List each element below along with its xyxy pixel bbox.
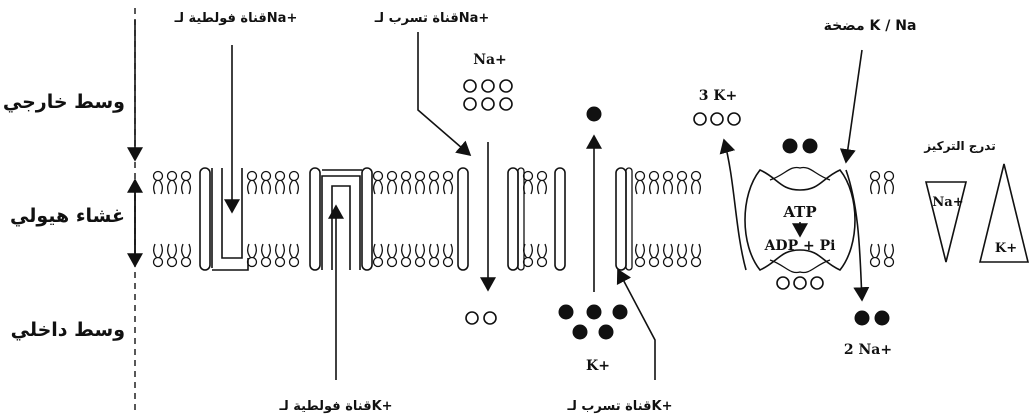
na-inside-ion bbox=[465, 311, 479, 325]
pump-out-k-label: 3 K+ bbox=[699, 88, 738, 104]
pump-k-out-arrow bbox=[719, 138, 747, 271]
pump-na-in-arrow bbox=[845, 169, 870, 302]
region-inside-label: وسط داخلي bbox=[11, 319, 125, 341]
pump-na-ion bbox=[782, 138, 798, 154]
na-leak-pointer bbox=[417, 32, 472, 157]
pump-na-ion bbox=[802, 138, 818, 154]
out-k-ion bbox=[710, 112, 724, 126]
na-inside-ion bbox=[483, 311, 497, 325]
k-leak-pointer bbox=[616, 268, 656, 380]
na-voltage-channel-label: قناة فولطية لـNa+ bbox=[174, 11, 298, 26]
na-leak-channel-label: قناة تسرب لـNa+ bbox=[374, 11, 490, 26]
pump-in-na-label: 2 Na+ bbox=[844, 342, 892, 358]
k-bottom-label: K+ bbox=[586, 358, 610, 374]
k-voltage-channel-label: قناة فولطية لـK+ bbox=[278, 399, 392, 414]
pump-label-arrow bbox=[839, 49, 863, 164]
gradient-na-label: Na+ bbox=[932, 195, 963, 210]
k-leak-channel-label: قناة تسرب لـK+ bbox=[567, 399, 673, 414]
in-na-ion bbox=[874, 310, 890, 326]
protein-channels bbox=[199, 167, 633, 271]
na-outside-ions bbox=[463, 79, 513, 111]
pump-k-ion bbox=[810, 276, 824, 290]
na-gradient-triangle bbox=[924, 181, 968, 263]
pump-atp-label: ATP bbox=[782, 203, 816, 221]
pump-adp-label: ADP + Pi bbox=[764, 238, 836, 254]
k-outside-ion bbox=[586, 106, 602, 122]
pump-name-label: مضخة K / Na bbox=[824, 18, 917, 34]
pump-k-ion bbox=[776, 276, 790, 290]
out-k-ion bbox=[693, 112, 707, 126]
na-top-label: Na+ bbox=[473, 52, 507, 68]
gradient-title: تدرج التركيز bbox=[923, 139, 996, 153]
out-k-ion bbox=[727, 112, 741, 126]
k-inside-ions bbox=[558, 304, 628, 340]
pump-k-ion bbox=[793, 276, 807, 290]
k-gradient-triangle bbox=[978, 163, 1030, 263]
gradient-k-label: K+ bbox=[995, 241, 1017, 256]
na-k-pump: ATP ADP + Pi bbox=[744, 138, 856, 290]
in-na-ion bbox=[854, 310, 870, 326]
region-membrane-label: غشاء هيولي bbox=[10, 205, 125, 227]
region-outside-label: وسط خارجي bbox=[3, 91, 125, 113]
